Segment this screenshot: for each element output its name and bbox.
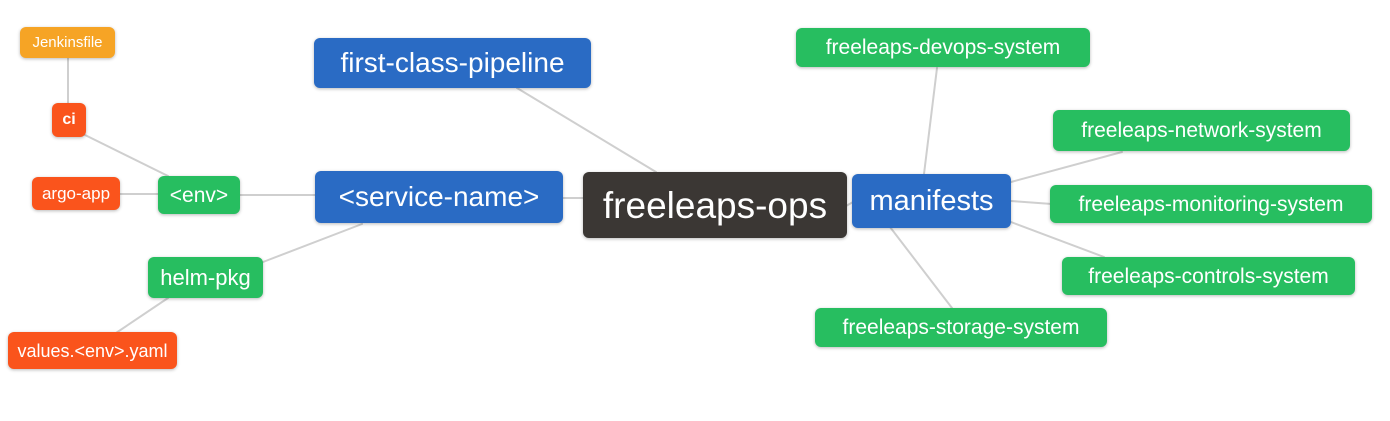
node-label-jenkinsfile: Jenkinsfile bbox=[32, 34, 103, 51]
node-ci[interactable]: ci bbox=[52, 103, 86, 137]
node-env[interactable]: <env> bbox=[158, 176, 240, 214]
node-network[interactable]: freeleaps-network-system bbox=[1053, 110, 1350, 151]
edge-pipeline-to-ops bbox=[516, 87, 657, 173]
node-label-ops: freeleaps-ops bbox=[602, 184, 828, 226]
edge-manifests-to-storage bbox=[889, 226, 953, 309]
node-values-yaml[interactable]: values.<env>.yaml bbox=[8, 332, 177, 369]
node-pipeline[interactable]: first-class-pipeline bbox=[314, 38, 591, 88]
node-jenkinsfile[interactable]: Jenkinsfile bbox=[20, 27, 115, 58]
node-label-devops: freeleaps-devops-system bbox=[825, 36, 1061, 59]
node-label-env: <env> bbox=[169, 183, 229, 207]
edge-helm-pkg-to-service bbox=[262, 223, 363, 263]
node-monitoring[interactable]: freeleaps-monitoring-system bbox=[1050, 185, 1372, 223]
node-label-values-yaml: values.<env>.yaml bbox=[17, 340, 168, 361]
node-devops[interactable]: freeleaps-devops-system bbox=[796, 28, 1090, 67]
edge-ci-to-env bbox=[82, 133, 169, 177]
edge-ops-to-manifests bbox=[845, 201, 854, 207]
node-manifests[interactable]: manifests bbox=[852, 174, 1011, 228]
node-helm-pkg[interactable]: helm-pkg bbox=[148, 257, 263, 298]
node-ops[interactable]: freeleaps-ops bbox=[583, 172, 847, 238]
node-label-pipeline: first-class-pipeline bbox=[340, 47, 565, 78]
node-label-argo-app: argo-app bbox=[41, 184, 111, 203]
edge-manifests-to-network bbox=[1010, 151, 1123, 183]
node-argo-app[interactable]: argo-app bbox=[32, 177, 120, 210]
edge-manifests-to-devops bbox=[923, 67, 938, 175]
node-label-service: <service-name> bbox=[338, 181, 540, 212]
node-label-controls: freeleaps-controls-system bbox=[1088, 264, 1329, 288]
edge-helm-pkg-to-values-yaml bbox=[115, 297, 169, 334]
node-label-monitoring: freeleaps-monitoring-system bbox=[1078, 192, 1344, 216]
node-label-helm-pkg: helm-pkg bbox=[160, 264, 251, 290]
edge-manifests-to-monitoring bbox=[1010, 200, 1053, 205]
node-controls[interactable]: freeleaps-controls-system bbox=[1062, 257, 1355, 295]
node-storage[interactable]: freeleaps-storage-system bbox=[815, 308, 1107, 347]
node-service[interactable]: <service-name> bbox=[315, 171, 563, 223]
node-label-manifests: manifests bbox=[869, 184, 994, 217]
node-label-ci: ci bbox=[62, 111, 76, 128]
node-label-network: freeleaps-network-system bbox=[1081, 119, 1322, 142]
edge-manifests-to-controls bbox=[1010, 221, 1105, 258]
node-label-storage: freeleaps-storage-system bbox=[842, 316, 1080, 339]
